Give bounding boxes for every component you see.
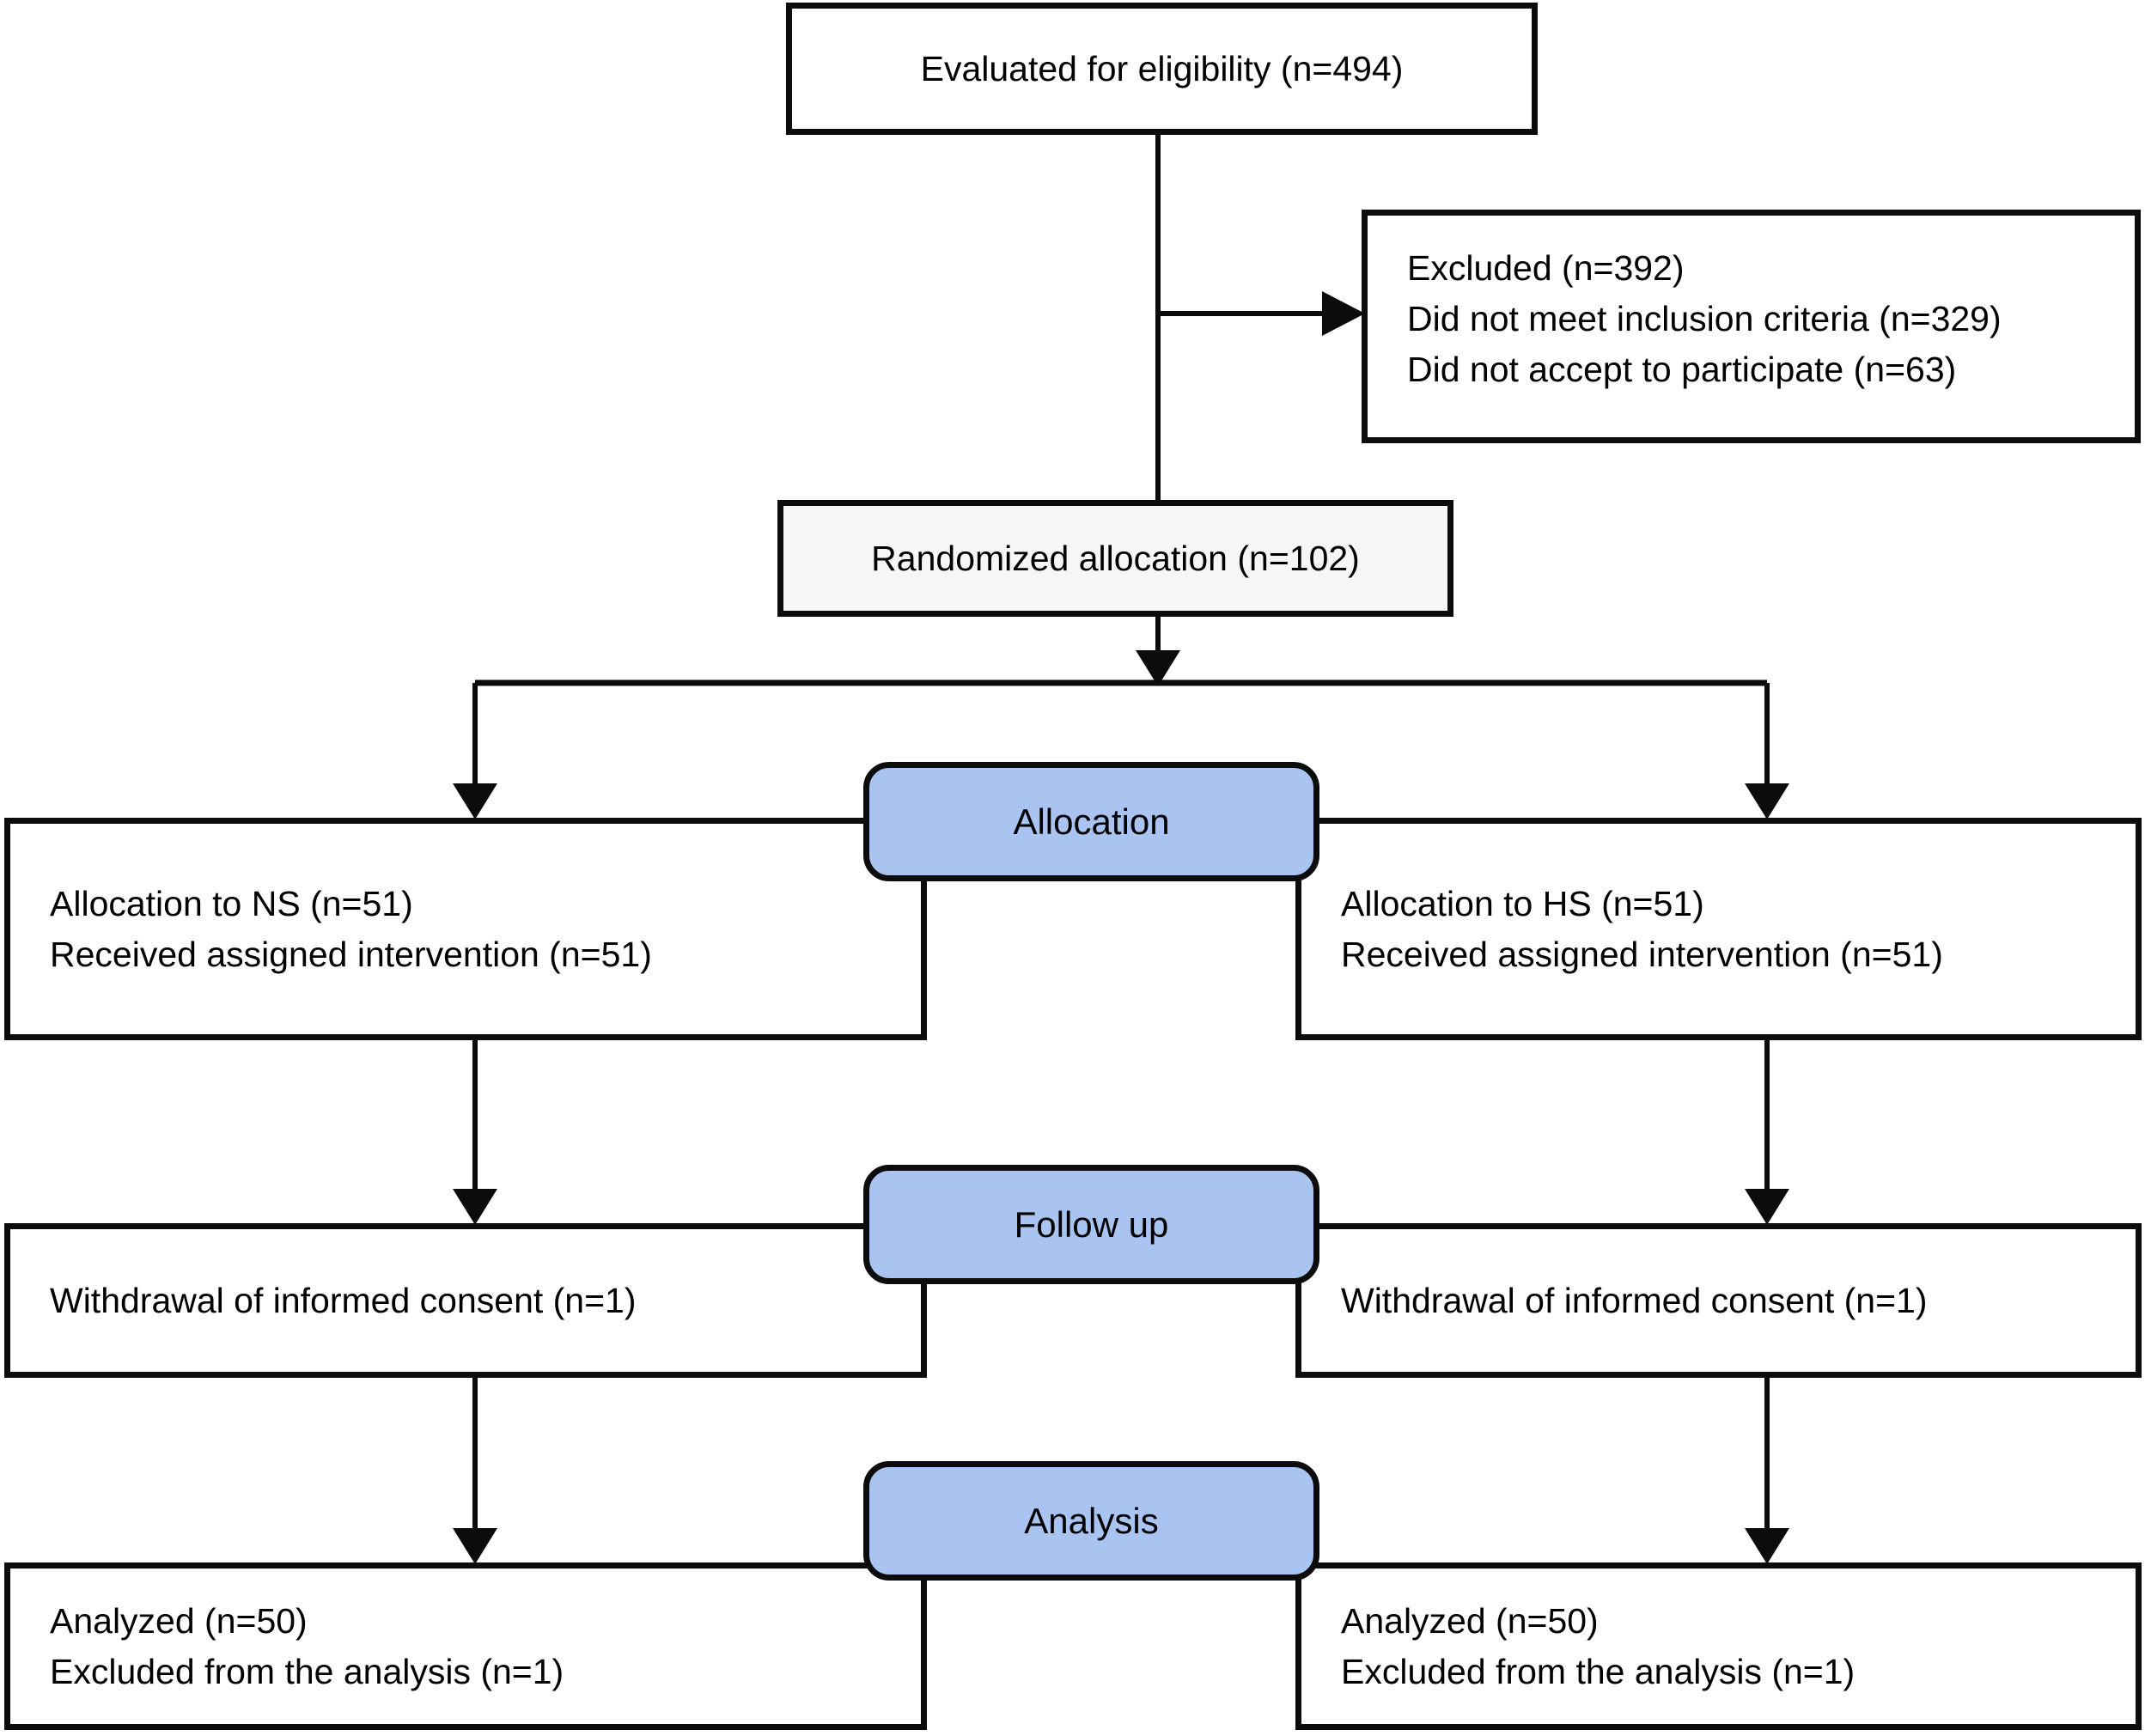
followup-right-box: Withdrawal of informed consent (n=1) — [1295, 1223, 2142, 1378]
stage-label-allocation-text: Allocation — [1013, 801, 1170, 842]
followup-left-box: Withdrawal of informed consent (n=1) — [4, 1223, 927, 1378]
stage-label-analysis: Analysis — [863, 1461, 1319, 1581]
followup-left-text: Withdrawal of informed consent (n=1) — [50, 1280, 637, 1320]
allocation-left-box: Allocation to NS (n=51) Received assigne… — [4, 818, 927, 1040]
excluded-declined-text: Did not accept to participate (n=63) — [1407, 349, 1957, 389]
arrowhead-followup-right — [1745, 1189, 1789, 1225]
arrowhead-followup-left — [453, 1189, 497, 1225]
excluded-box: Excluded (n=392) Did not meet inclusion … — [1362, 210, 2141, 443]
analysis-excluded-left-text: Excluded from the analysis (n=1) — [50, 1651, 564, 1691]
allocation-right-box: Allocation to HS (n=51) Received assigne… — [1295, 818, 2142, 1040]
randomized-text: Randomized allocation (n=102) — [871, 538, 1360, 578]
analyzed-left-text: Analyzed (n=50) — [50, 1600, 308, 1641]
allocation-ns-received-text: Received assigned intervention (n=51) — [50, 934, 652, 974]
arrowhead-excluded — [1322, 291, 1365, 336]
analysis-left-box: Analyzed (n=50) Excluded from the analys… — [4, 1562, 927, 1730]
excluded-total-text: Excluded (n=392) — [1407, 247, 1685, 288]
stage-label-allocation: Allocation — [863, 762, 1319, 881]
followup-right-text: Withdrawal of informed consent (n=1) — [1341, 1280, 1928, 1320]
analyzed-right-text: Analyzed (n=50) — [1341, 1600, 1599, 1641]
arrowhead-analysis-left — [453, 1528, 497, 1564]
allocation-ns-text: Allocation to NS (n=51) — [50, 883, 413, 923]
stage-label-analysis-text: Analysis — [1024, 1500, 1159, 1541]
randomized-box: Randomized allocation (n=102) — [777, 500, 1453, 617]
arrowhead-split — [1136, 650, 1180, 686]
arrowhead-alloc-left — [453, 783, 497, 819]
allocation-hs-received-text: Received assigned intervention (n=51) — [1341, 934, 1943, 974]
stage-label-followup-text: Follow up — [1014, 1203, 1169, 1245]
analysis-right-box: Analyzed (n=50) Excluded from the analys… — [1295, 1562, 2142, 1730]
excluded-criteria-text: Did not meet inclusion criteria (n=329) — [1407, 298, 2002, 338]
eligibility-box: Evaluated for eligibility (n=494) — [786, 3, 1538, 135]
stage-label-followup: Follow up — [863, 1165, 1319, 1284]
arrowhead-analysis-right — [1745, 1528, 1789, 1564]
analysis-excluded-right-text: Excluded from the analysis (n=1) — [1341, 1651, 1856, 1691]
eligibility-text: Evaluated for eligibility (n=494) — [920, 48, 1404, 88]
arrowhead-alloc-right — [1745, 783, 1789, 819]
allocation-hs-text: Allocation to HS (n=51) — [1341, 883, 1704, 923]
